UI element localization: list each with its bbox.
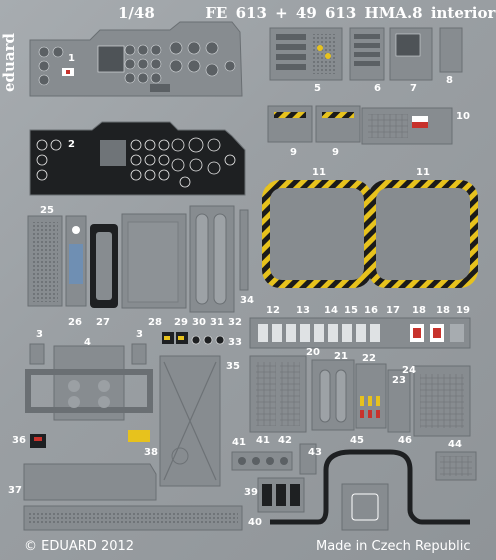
part-number-label: 1 — [68, 53, 75, 64]
part-number-label: 17 — [386, 305, 400, 316]
part-number-label: 43 — [308, 447, 322, 458]
part-37-placard — [128, 430, 150, 442]
part-number-label: 7 — [410, 83, 417, 94]
parts-11-doors — [262, 180, 478, 288]
part-number-label: 5 — [314, 83, 321, 94]
part-number-label: 30 — [192, 317, 206, 328]
part-number-label: 9 — [332, 147, 339, 158]
part-number-label: 33 — [228, 337, 242, 348]
parts-44-45-cable — [270, 449, 470, 525]
part-number-label: 38 — [144, 447, 158, 458]
part-number-label: 9 — [290, 147, 297, 158]
part-number-label: 3 — [36, 329, 43, 340]
part-2-black-instrument-panel — [29, 121, 246, 196]
fret-title: 1/48 FE 613 + 49 613 HMA.8 interior — [118, 6, 495, 21]
part-number-label: 3 — [136, 329, 143, 340]
part-number-label: 42 — [278, 435, 292, 446]
part-number-label: 32 — [228, 317, 242, 328]
copyright-text: © EDUARD 2012 — [24, 539, 135, 554]
part-number-label: 31 — [210, 317, 224, 328]
part-number-label: 15 — [344, 305, 358, 316]
part-number-label: 34 — [240, 295, 254, 306]
part-number-label: 39 — [244, 487, 258, 498]
part-number-label: 19 — [456, 305, 470, 316]
part-36-tray — [23, 463, 157, 501]
part-number-label: 16 — [364, 305, 378, 316]
part-number-label: 29 — [174, 317, 188, 328]
part-34-floor-plate — [159, 355, 221, 487]
part-number-label: 23 — [392, 375, 406, 386]
part-number-label: 45 — [350, 435, 364, 446]
part-number-label: 11 — [416, 167, 430, 178]
part-number-label: 37 — [8, 485, 22, 496]
parts-5-8-consoles — [269, 27, 463, 81]
part-number-label: 41 — [256, 435, 270, 446]
part-number-label: 26 — [68, 317, 82, 328]
part-number-label: 20 — [306, 347, 320, 358]
part-number-label: 27 — [96, 317, 110, 328]
part-number-label: 12 — [266, 305, 280, 316]
parts-29-32-knobs — [162, 332, 225, 345]
part-number-label: 18 — [412, 305, 426, 316]
part-number-label: 10 — [456, 111, 470, 122]
part-number-label: 18 — [436, 305, 450, 316]
part-number-label: 28 — [148, 317, 162, 328]
brand-logo: eduard — [0, 32, 18, 92]
part-number-label: 36 — [12, 435, 26, 446]
part-number-label: 25 — [40, 205, 54, 216]
part-46-seat-frame — [341, 483, 389, 531]
part-38-strip — [23, 505, 243, 531]
part-number-label: 22 — [362, 353, 376, 364]
parts-40-42-details — [231, 443, 317, 513]
fret-scale: 1/48 — [118, 4, 155, 22]
part-number-label: 14 — [324, 305, 338, 316]
part-1-instrument-panel — [29, 21, 243, 97]
origin-text: Made in Czech Republic — [316, 539, 471, 554]
part-number-label: 24 — [402, 365, 416, 376]
part-number-label: 35 — [226, 361, 240, 372]
part-number-label: 4 — [84, 337, 91, 348]
fret-designation: FE 613 + 49 613 HMA.8 interior — [205, 4, 496, 22]
part-number-label: 44 — [448, 439, 462, 450]
part-number-label: 21 — [334, 351, 348, 362]
part-number-label: 46 — [398, 435, 412, 446]
part-number-label: 8 — [446, 75, 453, 86]
part-number-label: 11 — [312, 167, 326, 178]
parts-25-28-panels — [27, 205, 249, 313]
parts-3-4-frames — [25, 343, 153, 421]
parts-12-19-strip — [249, 317, 471, 349]
parts-9-10-panels — [267, 105, 453, 145]
part-number-label: 13 — [296, 305, 310, 316]
part-number-label: 40 — [248, 517, 262, 528]
part-number-label: 6 — [374, 83, 381, 94]
part-number-label: 2 — [68, 139, 75, 150]
part-43-grille — [435, 451, 477, 481]
part-number-label: 41 — [232, 437, 246, 448]
parts-20-24-consoles — [249, 355, 471, 437]
